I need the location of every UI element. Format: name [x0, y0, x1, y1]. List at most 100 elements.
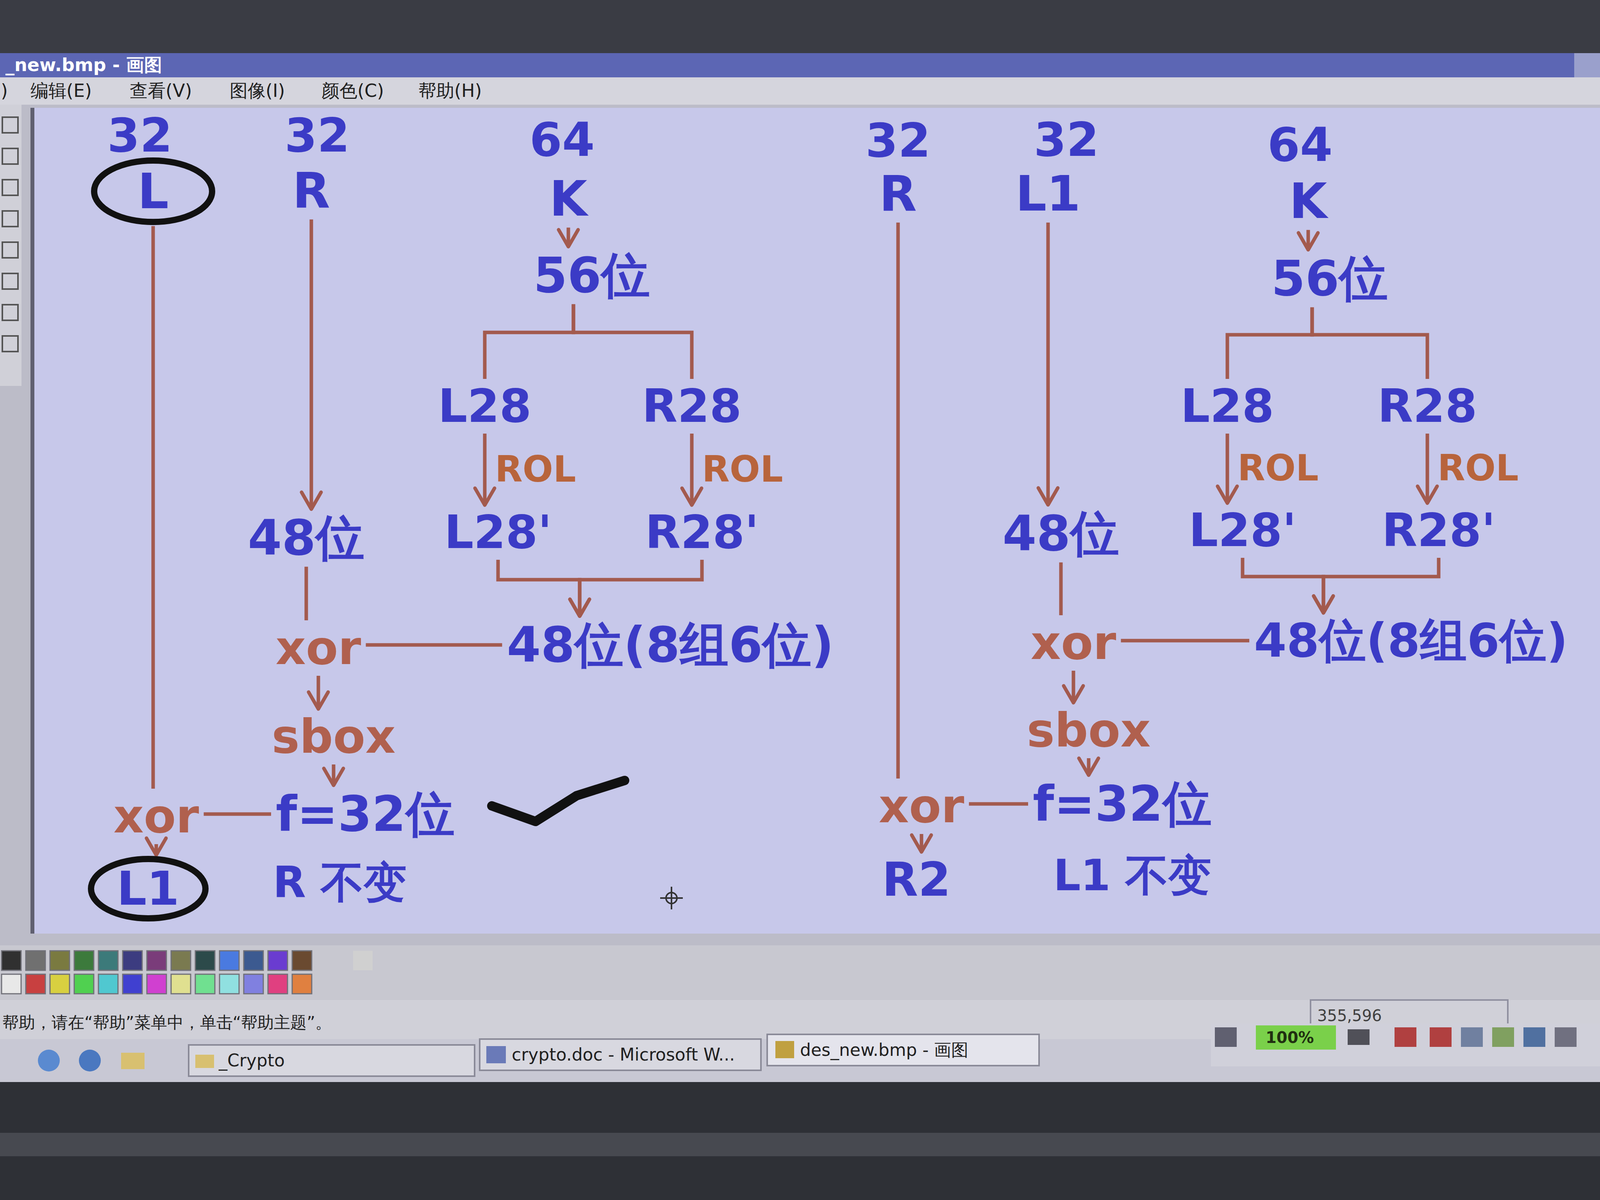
edge-label: ROL: [494, 449, 577, 490]
palette-bar: [0, 945, 1600, 1000]
connector-line: [896, 222, 900, 779]
quick-launch-icon: [78, 1049, 101, 1072]
note-text: R 不变: [273, 858, 408, 907]
tray-icon: [1394, 1027, 1417, 1047]
check-mark: [491, 780, 625, 822]
bottom-bezel: [0, 1082, 1600, 1200]
tray-icon: [1460, 1027, 1483, 1047]
arrow-head: [682, 488, 702, 506]
connector-line: [484, 304, 574, 379]
connector: [911, 833, 932, 852]
connector: [301, 219, 322, 510]
arrow-head: [1298, 232, 1318, 250]
title-bar-end: [1574, 53, 1600, 78]
flow-node: xor: [873, 778, 969, 834]
node-text: R28: [1377, 382, 1477, 431]
top-bezel: [0, 0, 1600, 54]
flow-node: sbox: [266, 708, 400, 765]
tool-icon: [2, 304, 18, 321]
circled-node: L: [90, 156, 217, 226]
connector-line: [1323, 557, 1439, 613]
circled-node: L1: [87, 855, 210, 923]
arrow-head: [558, 229, 579, 247]
workspace: [0, 104, 1600, 946]
bit-width: 64: [529, 114, 595, 166]
connector-line: [1425, 433, 1429, 504]
tool-icon: [2, 242, 18, 258]
node-text: R: [292, 164, 331, 217]
node-text: L1: [116, 864, 180, 914]
connector: [498, 559, 590, 617]
node-text: R2: [882, 855, 951, 905]
node-text: R28: [641, 382, 742, 431]
cursor-coords: 355,596: [1317, 1007, 1382, 1025]
connector-line: [1121, 639, 1250, 643]
menu-bar: [0, 77, 1600, 105]
node-text: 48位(8组6位): [506, 619, 834, 671]
system-tray: [1210, 1023, 1600, 1067]
flow-node: R28': [640, 505, 764, 560]
arrow-head: [301, 492, 322, 509]
node-text: R28': [1381, 506, 1496, 555]
edge-label: ROL: [701, 449, 784, 490]
menu-item: 编辑(E): [30, 80, 92, 101]
canvas-edge: [30, 107, 35, 934]
node-text: R: [879, 167, 917, 220]
connector-line: [969, 802, 1029, 806]
flow-node: K: [1284, 172, 1333, 230]
bit-width: 32: [865, 114, 931, 167]
flow-node: R28: [637, 378, 747, 434]
flow-node: L28': [439, 505, 557, 560]
flow-node: 48位(8组6位): [1249, 612, 1573, 669]
circle-outline: [91, 858, 206, 919]
flow-node: L28': [1183, 503, 1302, 558]
node-text: xor: [1030, 618, 1117, 668]
connector-line: [689, 433, 694, 506]
arrow-head: [1217, 486, 1238, 504]
quick-launch-icon: [121, 1052, 145, 1070]
flow-node: R: [874, 164, 922, 223]
zoom-indicator: 100%: [1265, 1028, 1315, 1047]
bit-width: 64: [1267, 119, 1333, 171]
connector: [484, 304, 574, 379]
menu-item: 图像(I): [229, 80, 285, 101]
bit-width: 32: [284, 109, 350, 162]
connector: [969, 803, 1029, 805]
paint-icon: [775, 1041, 795, 1059]
arrow-head: [1038, 487, 1058, 505]
connector-line: [1058, 562, 1063, 616]
flow-node: 48位: [243, 508, 370, 567]
node-text: xor: [113, 791, 199, 842]
flow-node: L1: [1010, 164, 1086, 223]
tool-icon: [2, 117, 18, 133]
flow-node: f=32位: [271, 785, 460, 843]
flow-node: 56位: [528, 246, 656, 304]
arrow-head: [308, 692, 329, 709]
connector: [1121, 640, 1250, 642]
arrow-head: [1078, 758, 1099, 775]
connector-line: [366, 643, 503, 647]
circle-outline: [94, 160, 213, 222]
connector: [1060, 562, 1061, 616]
node-text: L28: [437, 382, 532, 431]
arrow-head: [569, 599, 590, 617]
edge-label: ROL: [1237, 448, 1319, 488]
connector: [203, 814, 272, 815]
connector: [558, 227, 579, 247]
connector-line: [304, 566, 308, 621]
connector: [1417, 433, 1438, 504]
flow-node: f=32位: [1028, 775, 1217, 833]
arrow-head: [475, 488, 495, 506]
connector: [1227, 307, 1313, 379]
connector-line: [579, 559, 702, 617]
node-text: L28': [1188, 506, 1297, 555]
tray-icon: [1554, 1027, 1577, 1047]
node-text: R28': [644, 508, 759, 557]
folder-icon: [195, 1054, 215, 1068]
node-text: L28': [444, 508, 552, 557]
tray-icon: [1429, 1027, 1452, 1047]
zoom-box: [1255, 1025, 1336, 1050]
bezel-band: [0, 1132, 1600, 1157]
edge-label: ROL: [1437, 448, 1519, 488]
